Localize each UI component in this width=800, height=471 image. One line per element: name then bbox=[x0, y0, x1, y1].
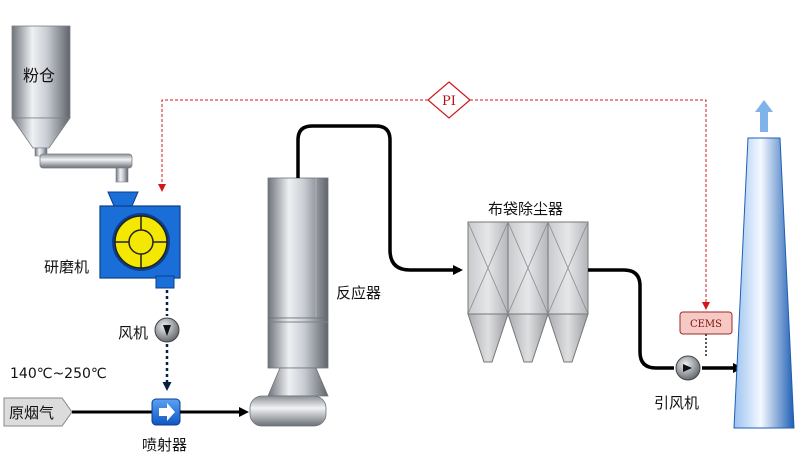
idfan-arrow-icon bbox=[683, 364, 692, 372]
silo-label: 粉仓 bbox=[23, 66, 56, 85]
fan-label: 风机 bbox=[118, 324, 149, 342]
grinding-mill bbox=[99, 191, 181, 289]
chimney-stack bbox=[733, 137, 795, 429]
baghouse-label: 布袋除尘器 bbox=[488, 200, 564, 218]
fan-arrow-icon bbox=[163, 325, 171, 336]
pi-label: PI bbox=[442, 94, 456, 109]
injector-label: 喷射器 bbox=[142, 436, 188, 454]
pi-to-mill-line bbox=[158, 99, 428, 192]
conveying-fan bbox=[154, 317, 180, 343]
powder-silo bbox=[11, 25, 133, 183]
reactor bbox=[249, 177, 329, 427]
bag-filter bbox=[467, 221, 589, 363]
reactor-label: 反应器 bbox=[336, 284, 382, 302]
raw-flue-gas-box bbox=[3, 397, 73, 427]
exhaust-arrow-icon bbox=[755, 100, 773, 132]
injector bbox=[151, 398, 181, 426]
mill-label: 研磨机 bbox=[44, 258, 90, 276]
cems-box: CEMS bbox=[679, 311, 733, 335]
pi-to-cems-line bbox=[470, 99, 710, 310]
cems-label: CEMS bbox=[690, 319, 722, 330]
reactor-to-baghouse-line bbox=[296, 124, 463, 275]
temperature-label: 140℃~250℃ bbox=[10, 366, 107, 382]
induced-draft-fan bbox=[675, 355, 701, 381]
id-fan-label: 引风机 bbox=[654, 394, 700, 412]
raw-flue-gas-label: 原烟气 bbox=[9, 404, 55, 422]
pressure-indicator: PI bbox=[427, 81, 471, 119]
injector-arrow-icon bbox=[159, 403, 175, 421]
baghouse-to-idfan-line bbox=[588, 268, 674, 370]
